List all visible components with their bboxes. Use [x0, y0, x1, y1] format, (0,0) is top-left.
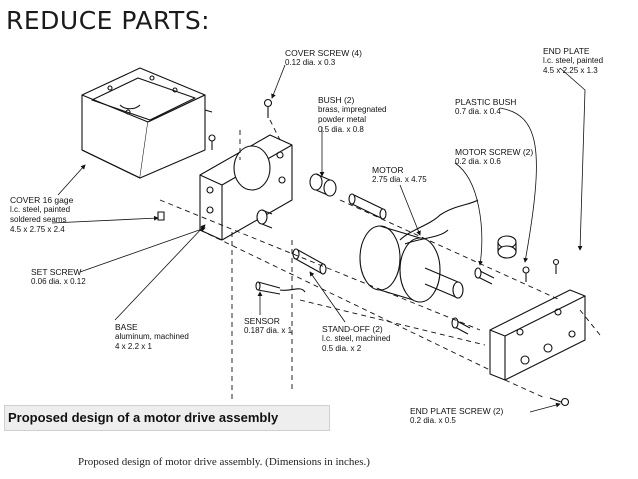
label-standoff: STAND-OFF (2) l.c. steel, machined 0.5 d… — [322, 324, 391, 353]
label-end-plate: END PLATE l.c. steel, painted 4.5 x 2.25… — [543, 46, 604, 75]
label-end-plate-screw: END PLATE SCREW (2) 0.2 dia. x 0.5 — [410, 406, 504, 425]
label-base: BASE aluminum, machined 4 x 2.2 x 1 — [115, 322, 189, 351]
label-motor-screw: MOTOR SCREW (2) 0.2 dia. x 0.6 — [455, 147, 534, 166]
end-plate-part — [489, 289, 586, 381]
label-sensor: SENSOR 0.187 dia. x 1 — [244, 316, 293, 335]
cover-screw-part — [208, 98, 273, 150]
standoff-part — [292, 193, 387, 275]
slide-title: REDUCE PARTS: — [6, 6, 211, 35]
label-motor: MOTOR 2.75 dia. x 4.75 — [372, 165, 427, 184]
label-cover: COVER 16 gage l.c. steel, painted solder… — [10, 195, 74, 234]
label-bush: BUSH (2) brass, impregnated powder metal… — [318, 95, 387, 134]
base-part — [199, 134, 293, 241]
slide-caption: Proposed design of a motor drive assembl… — [8, 410, 279, 425]
plastic-bush-part — [497, 235, 517, 259]
motor-screw-part — [451, 258, 560, 335]
motor-part — [359, 199, 479, 303]
end-plate-screw-part — [549, 397, 570, 407]
caption-box — [4, 405, 330, 431]
label-set-screw: SET SCREW 0.06 dia. x 0.12 — [31, 267, 86, 286]
figure-caption: Proposed design of motor drive assembly.… — [78, 456, 370, 468]
sensor-part — [255, 281, 306, 295]
bush-part — [256, 173, 337, 229]
set-screw-part — [157, 211, 165, 221]
label-cover-screw: COVER SCREW (4) 0.12 dia. x 0.3 — [285, 48, 362, 67]
label-plastic-bush: PLASTIC BUSH 0.7 dia. x 0.4 — [455, 97, 517, 116]
cover-part — [81, 67, 213, 179]
